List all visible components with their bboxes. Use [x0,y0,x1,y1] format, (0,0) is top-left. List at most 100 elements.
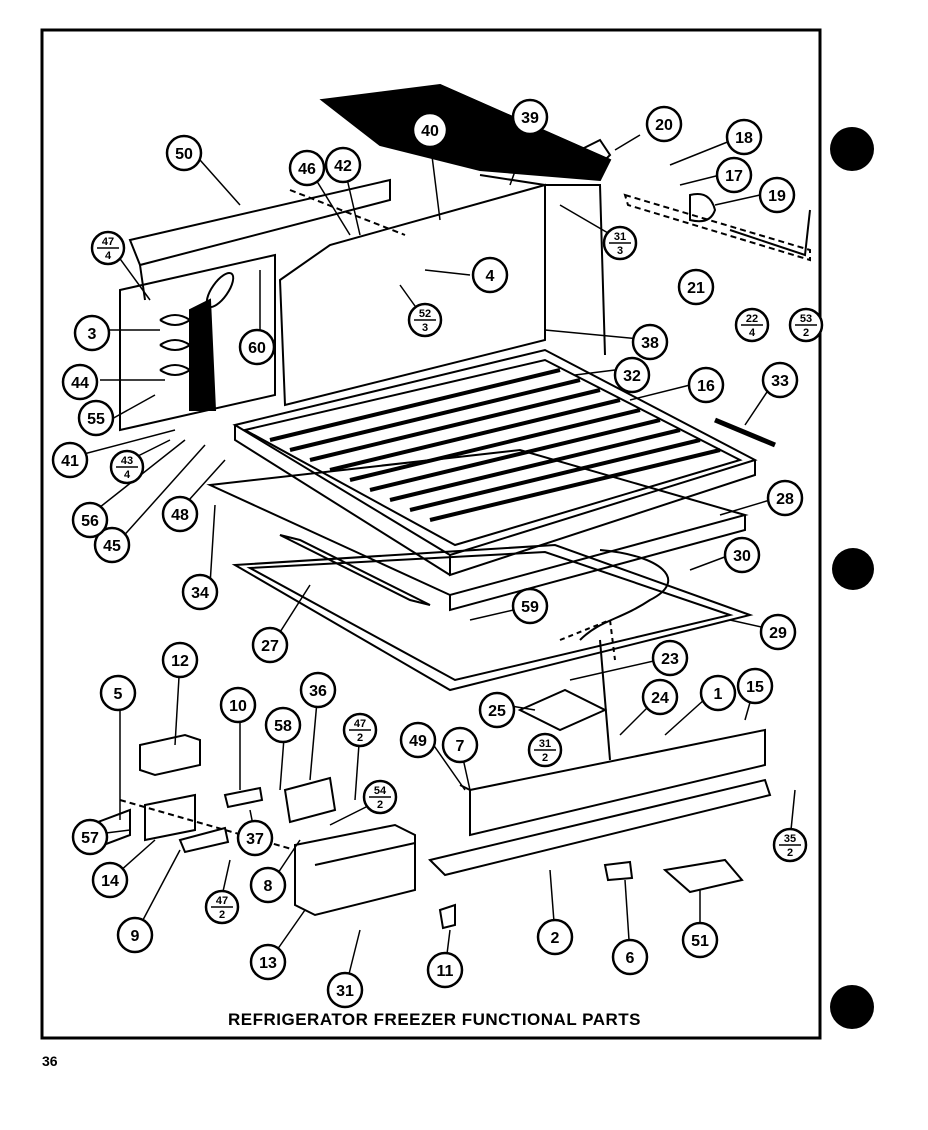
split-callout-bottom: 4 [124,469,131,481]
split-callout-top: 47 [354,718,366,730]
callout-label: 31 [336,983,354,1000]
page-number: 36 [42,1053,58,1069]
callout-36: 36 [299,671,337,709]
callout-label: 18 [735,130,753,147]
callout-label: 12 [171,653,189,670]
callout-38: 38 [631,323,669,361]
callout-circle [161,495,199,533]
callout-30: 30 [723,536,761,574]
callout-circle [238,328,276,366]
callout-15: 15 [736,667,774,705]
callout-7: 7 [441,726,479,764]
callout-circle [77,399,115,437]
callout-label: 27 [261,638,279,655]
split-callout-bottom: 3 [617,245,623,257]
callout-58: 58 [264,706,302,744]
callout-label: 23 [661,651,679,668]
callout-55: 55 [77,399,115,437]
callout-6: 6 [611,938,649,976]
split-callout-top: 53 [800,313,812,325]
callout-49: 49 [399,721,437,759]
callout-46: 46 [288,149,326,187]
callout-circle [324,146,362,184]
callout-label: 48 [171,507,189,524]
callout-circle [165,134,203,172]
callout-label: 29 [769,625,787,642]
callout-circle [236,819,274,857]
callout-circle [264,706,302,744]
split-callout-31-2: 312 [527,732,563,768]
callout-circle [766,479,804,517]
callout-label: 30 [733,548,751,565]
callout-circle [736,667,774,705]
callout-circle [677,268,715,306]
callout-21: 21 [677,268,715,306]
binder-hole-middle [832,548,874,590]
callout-label: 28 [776,491,794,508]
split-callout-bottom: 2 [377,799,383,811]
callout-label: 16 [697,378,715,395]
binder-hole-top [830,127,874,171]
callout-label: 2 [551,930,560,947]
callout-circle [249,943,287,981]
diagram-caption: REFRIGERATOR FREEZER FUNCTIONAL PARTS [228,1010,641,1029]
callout-31: 31 [326,971,364,1009]
callout-12: 12 [161,641,199,679]
callout-circle [219,686,257,724]
callout-circle [687,366,725,404]
callout-label: 34 [191,585,209,602]
callout-circle [699,674,737,712]
callout-label: 8 [264,878,273,895]
callout-label: 38 [641,335,659,352]
callout-circle [471,256,509,294]
grille-slats [269,368,721,522]
callout-label: 59 [521,599,539,616]
callout-circle [299,671,337,709]
callout-label: 3 [88,326,97,343]
callout-4: 4 [471,256,509,294]
split-callout-top: 47 [102,236,114,248]
split-callout-47-2: 472 [204,889,240,925]
callout-11: 11 [426,951,464,989]
split-callout-bottom: 2 [219,909,225,921]
callout-label: 58 [274,718,292,735]
split-callout-47-2: 472 [342,712,378,748]
callout-10: 10 [219,686,257,724]
split-callout-top: 43 [121,455,133,467]
split-callout-52-3: 523 [407,302,443,338]
callout-circle [651,639,689,677]
callout-circle [326,971,364,1009]
callout-circle [71,501,109,539]
callout-circle [91,861,129,899]
callout-label: 45 [103,538,121,555]
callout-label: 13 [259,955,277,972]
callout-20: 20 [645,105,683,143]
callout-41: 41 [51,441,89,479]
callout-label: 10 [229,698,247,715]
callout-23: 23 [651,639,689,677]
callout-45: 45 [93,526,131,564]
callout-label: 46 [298,161,316,178]
callout-circle [71,818,109,856]
page-border [40,28,822,1040]
callout-circle [761,361,799,399]
callout-circle [613,356,651,394]
callout-circle [93,526,131,564]
callout-label: 50 [175,146,193,163]
callout-label: 4 [486,268,495,285]
callout-25: 25 [478,691,516,729]
callout-circle [426,951,464,989]
callout-label: 9 [131,928,140,945]
callout-48: 48 [161,495,199,533]
split-callout-top: 47 [216,895,228,907]
callout-37: 37 [236,819,274,857]
split-callout-54-2: 542 [362,779,398,815]
split-callout-31-3: 313 [602,225,638,261]
callout-9: 9 [116,916,154,954]
callout-44: 44 [61,363,99,401]
callout-group: 1234567891011121314151617181920212324252… [51,98,804,1009]
split-callout-top: 35 [784,833,796,845]
callout-circle [441,726,479,764]
callout-57: 57 [71,818,109,856]
